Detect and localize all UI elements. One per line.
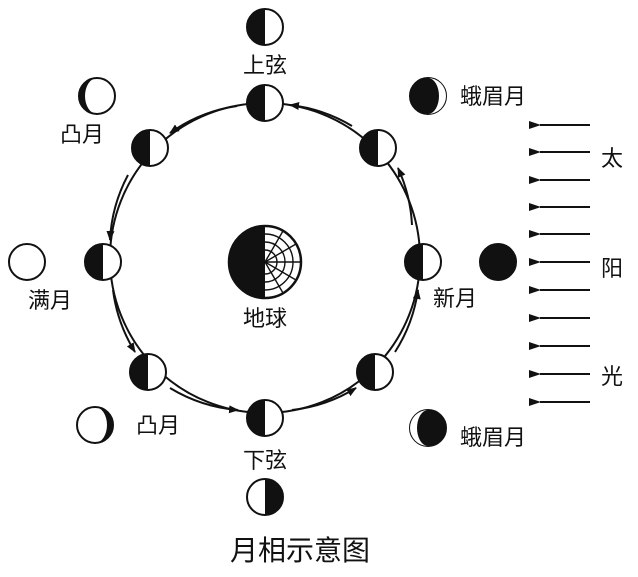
orbit-arrow-lower-right xyxy=(291,387,357,411)
label-sun-3: 光 xyxy=(601,365,623,390)
last-quarter-moon xyxy=(246,478,284,516)
label-waxing-gibbous: 凸月 xyxy=(60,123,104,148)
label-first-quarter: 上弦 xyxy=(243,54,287,79)
sunlight-arrows xyxy=(529,121,590,406)
orbit-moon-upper-right xyxy=(359,129,397,167)
orbit-arrow-right-lower xyxy=(394,289,421,353)
earth xyxy=(227,224,303,300)
earth-grid xyxy=(264,230,301,294)
orbit-arrow-left-lower xyxy=(112,289,136,353)
orbit-arrow-upper-right xyxy=(289,102,353,127)
label-crescent-lower: 蛾眉月 xyxy=(460,426,526,451)
waning-gibbous-moon xyxy=(76,406,114,444)
orbit-moon-lower-right xyxy=(356,353,394,391)
label-sun-1: 太 xyxy=(601,147,623,172)
orbit-moons xyxy=(84,84,442,437)
orbit-arrow-lower-left xyxy=(169,387,239,414)
first-quarter-moon xyxy=(246,8,284,46)
diagram-title: 月相示意图 xyxy=(230,534,370,567)
orbit-arrow-upper-left xyxy=(169,105,238,134)
orbit-moon-lower-left xyxy=(129,353,167,391)
orbit-moon-left xyxy=(84,243,122,281)
label-waning-gibbous: 凸月 xyxy=(136,414,180,439)
waxing-gibbous-moon xyxy=(78,77,116,115)
orbit-moon-bottom xyxy=(246,399,284,437)
outer-moons xyxy=(8,8,517,516)
orbit-moon-right xyxy=(404,243,442,281)
orbit-moon-upper-left xyxy=(131,129,169,167)
crescent-moon-upper xyxy=(409,77,447,115)
label-new-moon: 新月 xyxy=(433,287,477,312)
label-crescent-upper: 蛾眉月 xyxy=(460,85,526,110)
label-earth: 地球 xyxy=(243,307,287,332)
orbit-arrow-right-upper xyxy=(397,167,413,226)
full-moon xyxy=(8,243,46,281)
orbit-moon-top xyxy=(246,84,284,122)
label-last-quarter: 下弦 xyxy=(243,449,287,474)
orbit-arrows xyxy=(106,102,421,414)
label-sun-2: 阳 xyxy=(601,257,623,282)
label-full-moon: 满月 xyxy=(28,289,72,314)
crescent-moon-lower xyxy=(409,409,447,447)
orbit-arrow-left-upper xyxy=(106,174,129,241)
new-moon xyxy=(479,243,517,281)
